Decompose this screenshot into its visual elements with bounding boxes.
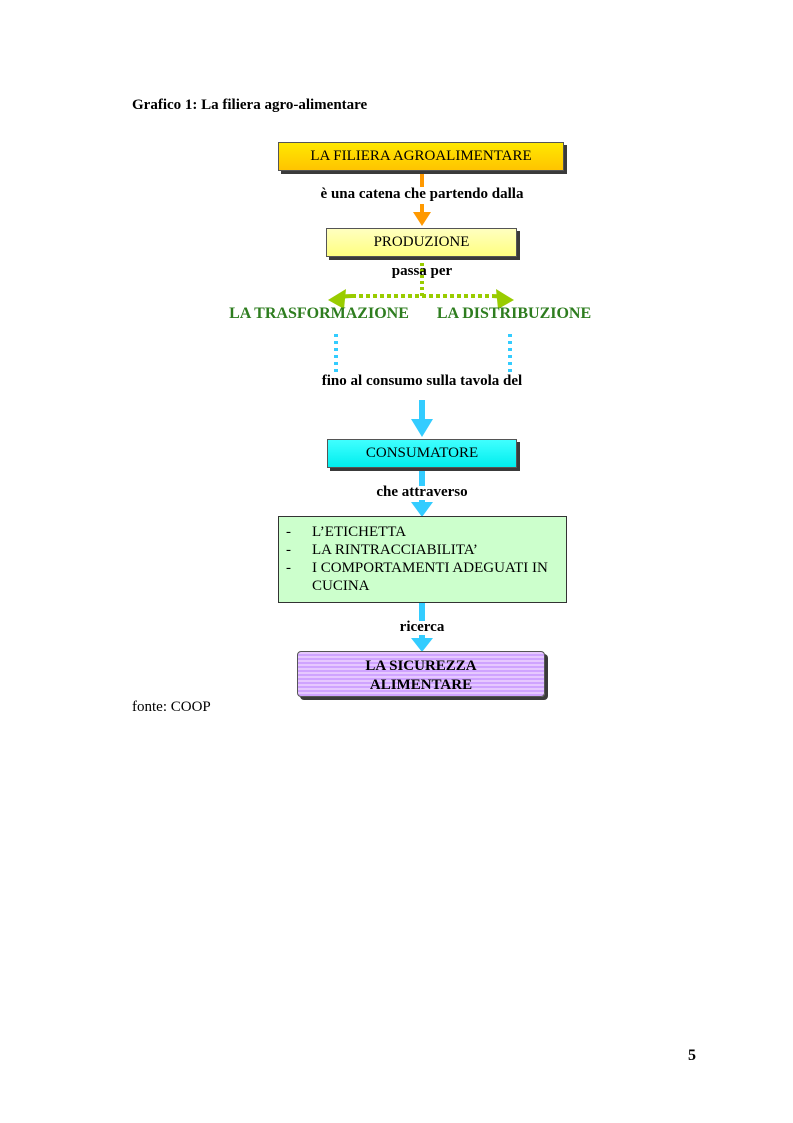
edge-label-1: è una catena che partendo dalla xyxy=(320,186,524,202)
node-trasformazione: LA TRASFORMAZIONE xyxy=(229,305,409,322)
node-tools: L’ETICHETTA LA RINTRACCIABILITA’ I COMPO… xyxy=(278,516,567,603)
node-consumatore-label: CONSUMATORE xyxy=(365,445,479,461)
arrow-to-consumatore xyxy=(411,419,433,437)
arrow-to-sicurezza xyxy=(411,638,433,652)
arrow-to-distribuzione xyxy=(496,289,514,309)
arrow-to-trasformazione xyxy=(328,289,346,309)
node-produzione: PRODUZIONE xyxy=(326,228,517,257)
node-sicurezza-line2: ALIMENTARE xyxy=(369,677,473,693)
source-note: fonte: COOP xyxy=(132,699,211,715)
tools-item: I COMPORTAMENTI ADEGUATI IN CUCINA xyxy=(279,559,566,595)
node-sicurezza-line1: LA SICUREZZA xyxy=(365,658,477,674)
arrow-to-produzione xyxy=(413,212,431,226)
edge-label-5: ricerca xyxy=(399,619,445,635)
tools-list: L’ETICHETTA LA RINTRACCIABILITA’ I COMPO… xyxy=(279,523,566,595)
edge-label-3: fino al consumo sulla tavola del xyxy=(321,373,523,389)
node-consumatore: CONSUMATORE xyxy=(327,439,517,468)
tools-item: L’ETICHETTA xyxy=(279,523,566,541)
node-sicurezza: LA SICUREZZA ALIMENTARE xyxy=(297,651,545,697)
figure-title: Grafico 1: La filiera agro-alimentare xyxy=(132,97,368,113)
node-filiera-label: LA FILIERA AGROALIMENTARE xyxy=(310,148,532,164)
edge-label-4: che attraverso xyxy=(376,484,468,500)
node-distribuzione: LA DISTRIBUZIONE xyxy=(436,305,592,322)
node-produzione-label: PRODUZIONE xyxy=(373,234,470,250)
page-number: 5 xyxy=(688,1047,696,1064)
arrow-to-tools xyxy=(411,502,433,517)
edge-label-2: passa per xyxy=(391,263,453,279)
node-filiera: LA FILIERA AGROALIMENTARE xyxy=(278,142,564,171)
tools-item: LA RINTRACCIABILITA’ xyxy=(279,541,566,559)
